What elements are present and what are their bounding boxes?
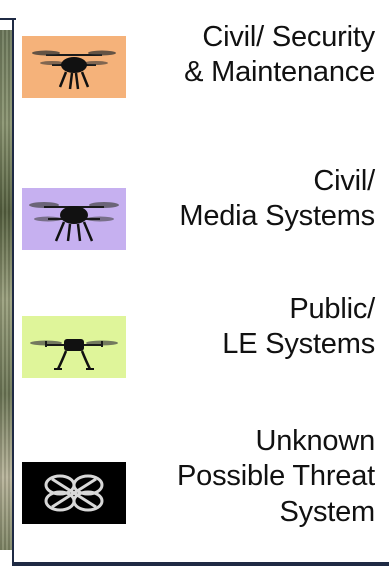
quadcopter-icon [32,50,116,90]
category-swatch [22,462,126,524]
category-label: Civil/ Media Systems [179,165,375,233]
quadcopter-icon [30,339,118,370]
frame-border-bottom [12,562,389,566]
category-label: Civil/ Security & Maintenance [184,21,375,89]
background-photo [0,30,14,550]
quadcopter-icon [29,202,119,242]
category-swatch [22,188,126,250]
frame-border-left [12,20,14,566]
category-swatch [22,316,126,378]
category-label: Public/ LE Systems [222,293,375,361]
category-label: Unknown Possible Threat System [177,425,375,528]
drone-outline-icon [44,474,104,512]
category-swatch [22,36,126,98]
frame-border-top [0,18,16,20]
